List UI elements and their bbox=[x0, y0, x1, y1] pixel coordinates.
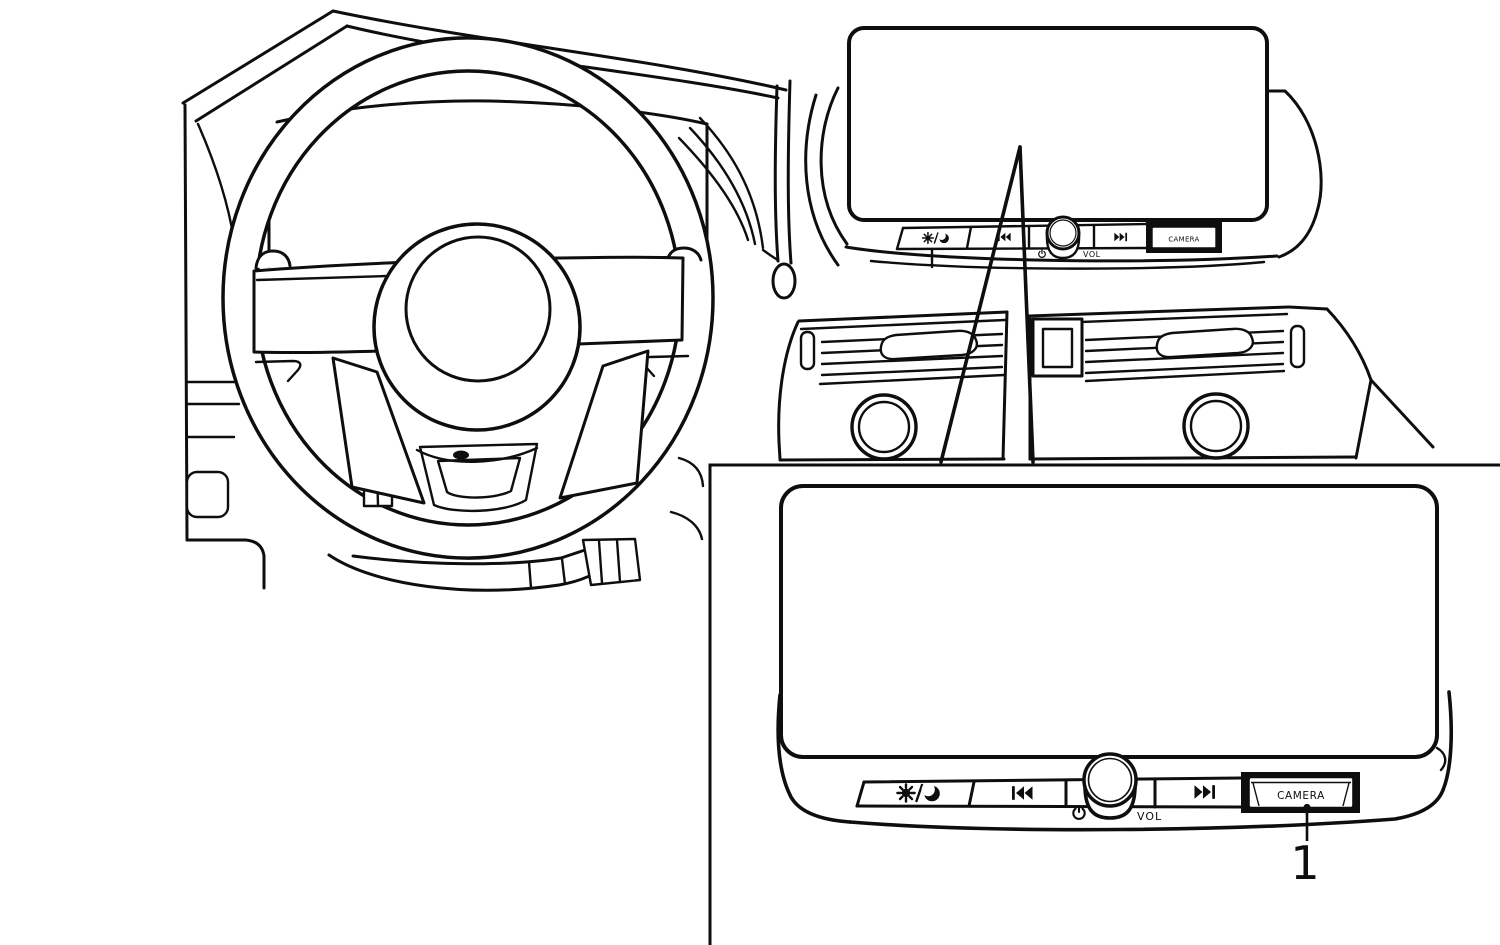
volume-label: VOL bbox=[1083, 250, 1101, 259]
console-lower-edges bbox=[669, 456, 705, 541]
day-night-icon bbox=[896, 781, 941, 803]
callout-number: 1 bbox=[1290, 836, 1319, 890]
steering-column bbox=[327, 537, 642, 592]
dash-side-slot bbox=[185, 470, 230, 519]
vent-louver-tab bbox=[1155, 327, 1254, 359]
seek-back-icon bbox=[1012, 786, 1033, 800]
volume-knob bbox=[1045, 215, 1081, 260]
callout-1: 1 bbox=[1290, 803, 1320, 890]
seek-forward-icon bbox=[1194, 785, 1215, 799]
power-icon bbox=[1072, 804, 1086, 820]
wheel-spoke-lower-left bbox=[331, 356, 426, 505]
dashboard-left-trim bbox=[181, 9, 349, 590]
inset-border bbox=[708, 463, 1500, 945]
seek-forward-button bbox=[1114, 232, 1128, 242]
airbag-cover bbox=[404, 235, 552, 383]
display-screen bbox=[847, 26, 1269, 222]
vent-dial bbox=[1182, 392, 1250, 460]
power-icon bbox=[1038, 249, 1046, 259]
vent-louver-tab bbox=[879, 329, 978, 361]
right-air-vent bbox=[1027, 305, 1435, 461]
vent-dial bbox=[850, 393, 918, 461]
callout-leader-lines bbox=[939, 145, 1035, 464]
inset-panel: VOL CAMERA 1 bbox=[708, 463, 1500, 945]
inset-display-unit: VOL CAMERA 1 bbox=[776, 484, 1454, 890]
left-air-vent bbox=[777, 310, 1009, 462]
dashboard-center-edge bbox=[771, 79, 797, 300]
display-unit: VOL CAMERA bbox=[804, 26, 1323, 270]
camera-button: CAMERA bbox=[1241, 772, 1360, 813]
seek-back-button bbox=[1012, 786, 1033, 800]
seek-forward-button bbox=[1194, 785, 1215, 799]
inset-display-screen bbox=[779, 484, 1439, 759]
inset-control-bar: VOL CAMERA bbox=[855, 752, 1360, 823]
day-night-button bbox=[921, 231, 950, 245]
steering-wheel bbox=[221, 36, 715, 592]
camera-button-label: CAMERA bbox=[1277, 790, 1325, 802]
dash-edge-knuckle bbox=[771, 262, 797, 300]
display-control-bar: VOL CAMERA bbox=[895, 215, 1222, 269]
wheel-spoke-lower-right bbox=[558, 349, 650, 500]
seek-forward-icon bbox=[1114, 232, 1128, 242]
volume-label: VOL bbox=[1137, 810, 1162, 823]
day-night-button bbox=[896, 781, 941, 803]
volume-knob bbox=[1082, 752, 1138, 820]
camera-button-label: CAMERA bbox=[1168, 236, 1199, 244]
camera-button: CAMERA bbox=[1146, 222, 1222, 253]
day-night-icon bbox=[921, 231, 950, 245]
callout-anchor-dot bbox=[1303, 803, 1311, 812]
